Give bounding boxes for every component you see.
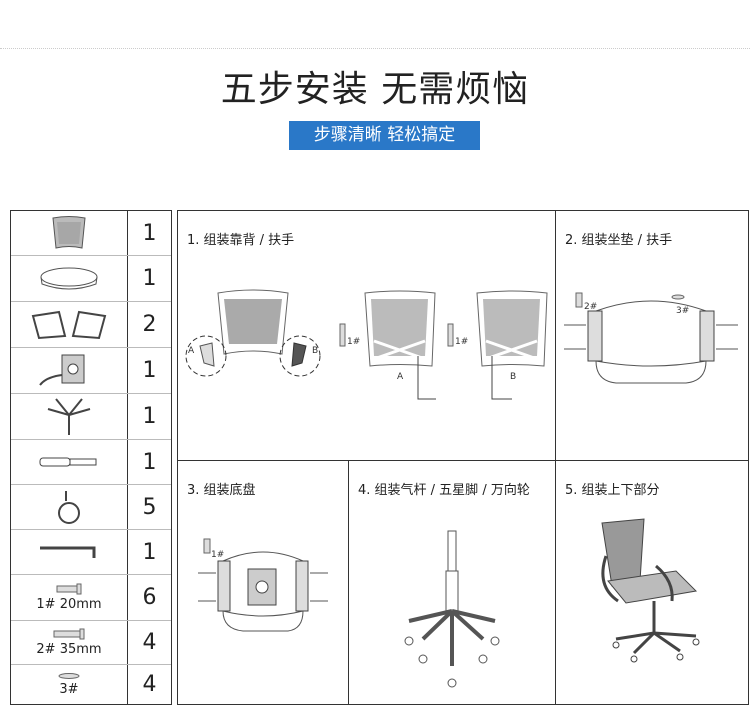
page-title: 五步安装 无需烦恼 (220, 69, 530, 110)
part-quantity: 1 (142, 266, 157, 291)
label-b-2: B (510, 372, 516, 382)
screw-icon (56, 583, 82, 595)
part-quantity: 1 (142, 404, 157, 429)
backrest-armrest-illustration: A B 1# A 1# B (185, 289, 548, 400)
parts-list: 1 1 2 1 1 1 5 1 1# 20mm 6 2# 35mm 4 3# 4 (10, 210, 172, 705)
long-screw-icon (53, 628, 85, 640)
mesh-backrest-icon (52, 216, 86, 249)
part-row: 1 (11, 348, 171, 394)
caster-wheel-icon (58, 491, 80, 524)
step-2-panel: 2. 组装坐垫 / 扶手 2# 3# (556, 211, 748, 461)
part-quantity: 2 (142, 312, 157, 337)
seat-cushion-icon (40, 267, 98, 289)
step-title: 4. 组装气杆 / 五星脚 / 万向轮 (358, 483, 530, 498)
chassis-illustration: 1# (198, 538, 328, 632)
screw-label: 1# (347, 337, 360, 347)
seat-armrest-illustration: 2# 3# (564, 292, 738, 384)
star-base-icon (47, 397, 91, 435)
finished-chair-illustration (601, 518, 700, 663)
top-dotted-divider (0, 48, 750, 49)
step-1-panel: 1. 组装靠背 / 扶手 A B 1# A 1# B (178, 211, 556, 461)
assembly-steps: 1. 组装靠背 / 扶手 A B 1# A 1# B 2. 组装坐垫 / 扶手 (177, 210, 749, 705)
hex-key-icon (40, 546, 96, 558)
chassis-mechanism-icon (39, 354, 85, 386)
part-row: 1 (11, 211, 171, 256)
part-quantity: 4 (142, 672, 157, 697)
subtitle-badge: 步骤清晰 轻松搞定 (289, 121, 480, 150)
step-title: 2. 组装坐垫 / 扶手 (565, 233, 673, 248)
gas-lift-icon (39, 457, 97, 467)
part-label: 3# (59, 682, 79, 697)
step-3-panel: 3. 组装底盘 1# (178, 461, 349, 704)
part-quantity: 1 (142, 358, 157, 383)
part-row: 1 (11, 530, 171, 575)
part-quantity: 4 (142, 630, 157, 655)
part-label: 2# 35mm (36, 642, 102, 657)
part-row: 2 (11, 302, 171, 348)
part-quantity: 1 (142, 449, 157, 475)
part-quantity: 5 (142, 494, 157, 520)
step-title: 1. 组装靠背 / 扶手 (187, 233, 295, 248)
part-row: 1 (11, 440, 171, 485)
washer-icon (58, 673, 80, 679)
step-5-panel: 5. 组装上下部分 (556, 461, 748, 704)
part-row: 1 (11, 394, 171, 440)
label-a: A (188, 346, 195, 356)
armrest-pair-icon (31, 310, 107, 339)
base-illustration (404, 530, 500, 688)
part-row: 1 (11, 256, 171, 302)
part-row: 3# 4 (11, 665, 171, 704)
part-quantity: 1 (142, 539, 157, 565)
screw-label-2: 1# (455, 337, 468, 347)
label-b: B (312, 346, 318, 356)
part-row: 1# 20mm 6 (11, 575, 171, 621)
step-4-panel: 4. 组装气杆 / 五星脚 / 万向轮 (349, 461, 556, 704)
screw-label: 2# (584, 302, 597, 312)
step-title: 5. 组装上下部分 (565, 483, 660, 498)
part-quantity: 1 (142, 220, 157, 246)
part-row: 2# 35mm 4 (11, 621, 171, 665)
label-a-2: A (397, 372, 404, 382)
washer-label: 3# (676, 306, 689, 316)
part-label: 1# 20mm (36, 597, 102, 612)
screw-label: 1# (211, 550, 224, 560)
step-title: 3. 组装底盘 (187, 483, 256, 498)
part-quantity: 6 (142, 585, 157, 610)
part-row: 5 (11, 485, 171, 530)
